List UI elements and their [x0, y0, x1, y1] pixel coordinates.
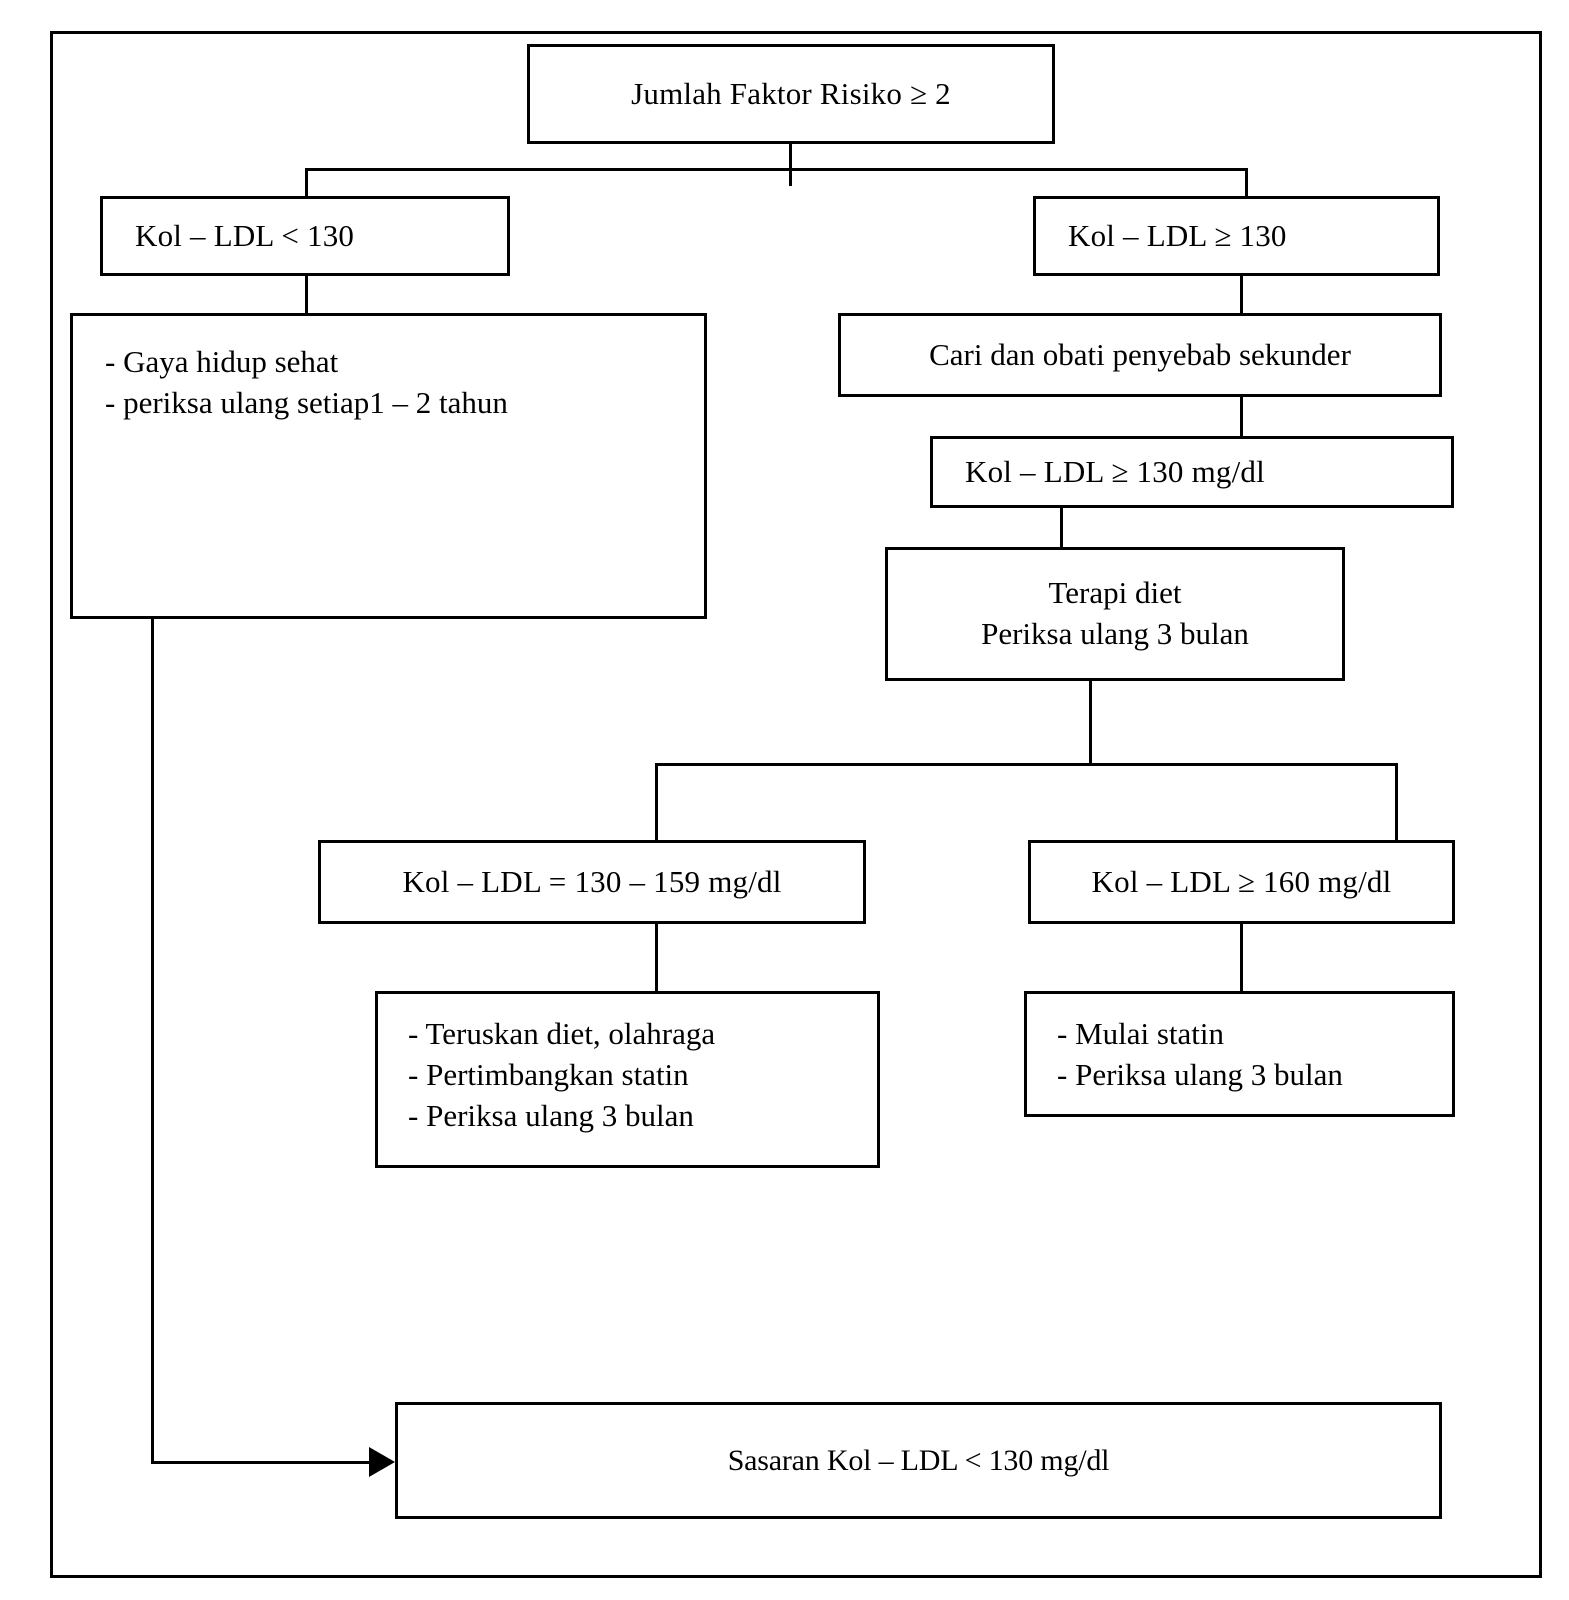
- action-130-159-line-2: - Pertimbangkan statin: [408, 1056, 689, 1092]
- diet-line-1: Terapi diet: [1048, 575, 1182, 611]
- page-border-frame: [50, 31, 1542, 1578]
- action-130-159-line-3: - Periksa ulang 3 bulan: [408, 1097, 694, 1133]
- node-action-160-text: - Mulai statin - Periksa ulang 3 bulan: [1027, 994, 1452, 1096]
- connector-diet-stem: [1089, 681, 1092, 766]
- connector-left-action-down: [151, 619, 154, 1464]
- node-ldl-130-label: Kol – LDL ≥ 130 mg/dl: [965, 453, 1265, 489]
- connector-root-to-left: [305, 168, 308, 198]
- connector-right-decision-to-secondary: [1240, 276, 1243, 314]
- connector-diet-to-left-branch: [655, 763, 658, 841]
- connector-diet-to-right-branch: [1395, 763, 1398, 841]
- diet-line-2: Periksa ulang 3 bulan: [981, 616, 1249, 651]
- node-right-decision: Kol – LDL ≥ 130: [1033, 196, 1440, 276]
- node-root: Jumlah Faktor Risiko ≥ 2: [527, 44, 1055, 144]
- node-action-130-159-text: - Teruskan diet, olahraga - Pertimbangkan…: [378, 994, 877, 1137]
- node-ldl-130-159: Kol – LDL = 130 – 159 mg/dl: [318, 840, 866, 924]
- node-ldl-160-label: Kol – LDL ≥ 160 mg/dl: [1091, 863, 1392, 899]
- node-left-decision: Kol – LDL < 130: [100, 196, 510, 276]
- connector-root-split-bar: [305, 168, 1248, 171]
- connector-root-to-right: [1245, 168, 1248, 198]
- node-action-160: - Mulai statin - Periksa ulang 3 bulan: [1024, 991, 1455, 1117]
- arrowhead-to-target: [369, 1447, 395, 1477]
- action-130-159-line-1: - Teruskan diet, olahraga: [408, 1016, 716, 1051]
- connector-160-to-action: [1240, 924, 1243, 992]
- connector-diet-split-bar: [655, 763, 1398, 766]
- connector-130-159-to-action: [655, 924, 658, 992]
- node-ldl-160: Kol – LDL ≥ 160 mg/dl: [1028, 840, 1455, 924]
- node-target: Sasaran Kol – LDL < 130 mg/dl: [395, 1402, 1442, 1519]
- node-left-action-text: - Gaya hidup sehat - periksa ulang setiap…: [73, 316, 704, 424]
- node-secondary-cause: Cari dan obati penyebab sekunder: [838, 313, 1442, 397]
- node-ldl-130: Kol – LDL ≥ 130 mg/dl: [930, 436, 1454, 508]
- action-160-line-2: - Periksa ulang 3 bulan: [1057, 1056, 1343, 1092]
- node-root-label: Jumlah Faktor Risiko ≥ 2: [631, 75, 951, 111]
- connector-root-stem: [789, 144, 792, 186]
- action-160-line-1: - Mulai statin: [1057, 1016, 1225, 1051]
- node-secondary-cause-label: Cari dan obati penyebab sekunder: [929, 336, 1351, 372]
- left-action-line-1: - Gaya hidup sehat: [105, 344, 339, 379]
- node-ldl-130-159-label: Kol – LDL = 130 – 159 mg/dl: [402, 863, 782, 899]
- connector-secondary-to-ldl130: [1240, 397, 1243, 437]
- node-target-label: Sasaran Kol – LDL < 130 mg/dl: [727, 1443, 1110, 1477]
- node-left-decision-label: Kol – LDL < 130: [135, 217, 355, 253]
- node-right-decision-label: Kol – LDL ≥ 130: [1068, 217, 1287, 253]
- connector-left-to-target: [151, 1461, 373, 1464]
- connector-left-decision-to-action: [305, 276, 308, 314]
- node-left-action: - Gaya hidup sehat - periksa ulang setiap…: [70, 313, 707, 619]
- left-action-line-2: - periksa ulang setiap1 – 2 tahun: [105, 384, 508, 420]
- connector-ldl130-to-diet: [1060, 508, 1063, 548]
- node-action-130-159: - Teruskan diet, olahraga - Pertimbangkan…: [375, 991, 880, 1168]
